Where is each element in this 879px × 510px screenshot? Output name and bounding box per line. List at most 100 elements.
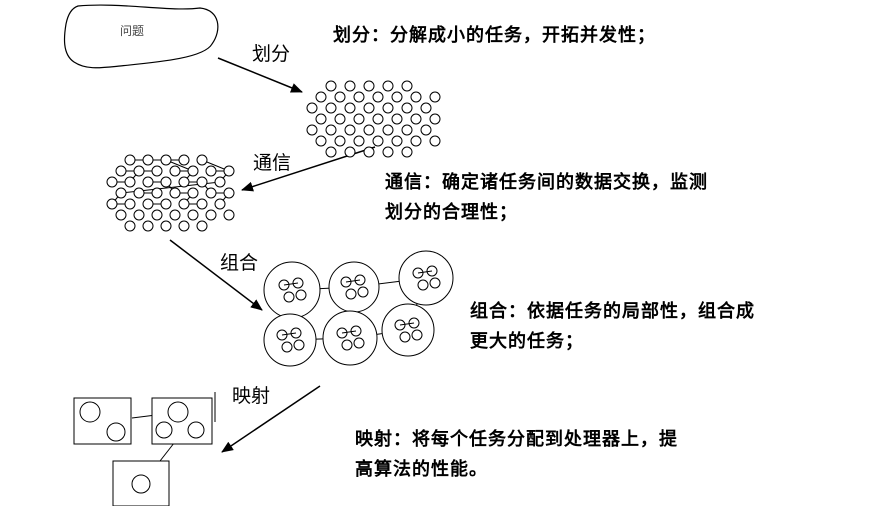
task-circle — [334, 91, 346, 103]
task-node — [133, 209, 145, 221]
task-circle — [363, 80, 375, 92]
note-communication-line-2: 划分的合理性； — [385, 202, 518, 223]
grouped-task — [293, 339, 305, 351]
task-circle — [344, 124, 356, 136]
note-mapping-line-1: 映射：将每个任务分配到处理器上，提 — [355, 429, 678, 450]
arrow-mapping — [221, 385, 321, 453]
task-group — [263, 261, 321, 319]
task-group — [328, 261, 380, 313]
task-node — [160, 220, 172, 232]
task-node — [223, 165, 235, 177]
task-node — [196, 176, 208, 188]
task-circle — [353, 91, 365, 103]
task-circle — [401, 146, 413, 158]
arrow-agglomeration — [169, 239, 263, 311]
task-node — [151, 209, 163, 221]
task-node — [124, 176, 136, 188]
task-group — [322, 310, 378, 366]
grouped-task-link — [281, 332, 297, 336]
task-node — [142, 220, 154, 232]
step-label-communication: 通信 — [253, 152, 292, 174]
task-node — [214, 198, 226, 210]
step-label-partition: 划分 — [252, 43, 291, 65]
task-node — [169, 209, 181, 221]
task-circle — [315, 113, 327, 125]
problem-label: 问题 — [120, 24, 145, 38]
task-circle — [363, 102, 375, 114]
grouped-task-link — [345, 279, 361, 283]
task-circle — [382, 124, 394, 136]
grouped-task — [295, 289, 307, 301]
task-node — [124, 154, 136, 166]
task-node — [205, 165, 217, 177]
task-circle — [372, 113, 384, 125]
task-circle — [420, 124, 432, 136]
task-node — [205, 209, 217, 221]
grouped-task — [341, 339, 353, 351]
task-node — [178, 154, 190, 166]
task-group — [398, 250, 454, 306]
mapped-task — [79, 401, 101, 423]
task-node — [160, 154, 172, 166]
note-mapping-line-2: 高算法的性能。 — [355, 459, 488, 480]
task-node — [223, 187, 235, 199]
task-node — [106, 176, 118, 188]
task-node — [187, 165, 199, 177]
task-circle — [372, 91, 384, 103]
task-circle — [334, 135, 346, 147]
mapped-task — [187, 421, 205, 439]
task-circle — [372, 135, 384, 147]
task-node — [187, 209, 199, 221]
task-node — [124, 198, 136, 210]
task-circle — [306, 102, 318, 114]
task-node — [196, 154, 208, 166]
grouped-task — [357, 286, 369, 298]
task-group — [381, 303, 435, 357]
task-circle — [429, 135, 441, 147]
task-node — [115, 209, 127, 221]
task-circle — [391, 91, 403, 103]
grouped-task — [399, 331, 411, 343]
task-circle — [401, 102, 413, 114]
task-group — [263, 313, 317, 367]
mapped-task — [131, 474, 151, 494]
task-circle — [325, 146, 337, 158]
task-circle — [410, 113, 422, 125]
task-node — [151, 165, 163, 177]
task-circle — [334, 113, 346, 125]
task-circle — [391, 113, 403, 125]
note-agglomeration: 组合：依据任务的局部性，组合成 更大的任务； — [470, 297, 755, 357]
partition-task-grid — [306, 80, 441, 158]
step-label-agglomeration: 组合 — [220, 252, 259, 274]
task-circle — [382, 102, 394, 114]
note-mapping: 映射：将每个任务分配到处理器上，提 高算法的性能。 — [355, 425, 678, 485]
task-circle — [344, 102, 356, 114]
task-circle — [410, 135, 422, 147]
task-circle — [363, 146, 375, 158]
task-node — [124, 220, 136, 232]
note-partition: 划分：分解成小的任务，开拓并发性； — [333, 21, 656, 51]
grouped-task — [417, 279, 429, 291]
task-node — [115, 165, 127, 177]
task-circle — [391, 135, 403, 147]
task-node — [169, 187, 181, 199]
task-circle — [344, 146, 356, 158]
task-circle — [306, 124, 318, 136]
task-node — [106, 198, 118, 210]
task-node — [214, 176, 226, 188]
task-circle — [353, 113, 365, 125]
task-node — [169, 165, 181, 177]
task-circle — [363, 124, 375, 136]
grouped-task-link — [399, 322, 415, 326]
task-node — [187, 187, 199, 199]
task-circle — [315, 135, 327, 147]
task-node — [151, 187, 163, 199]
task-circle — [382, 80, 394, 92]
task-node — [133, 187, 145, 199]
task-node — [142, 176, 154, 188]
step-label-mapping: 映射 — [232, 385, 271, 407]
note-agglomeration-line-2: 更大的任务； — [470, 331, 584, 352]
grouped-task-link — [417, 270, 433, 274]
task-node — [160, 198, 172, 210]
